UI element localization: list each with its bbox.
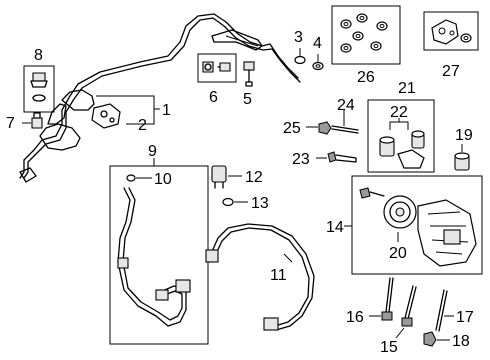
callout-27: 27 xyxy=(442,63,460,80)
callout-4: 4 xyxy=(313,35,322,52)
callout-16: 16 xyxy=(346,309,364,326)
callout-12: 12 xyxy=(245,169,263,186)
callout-13: 13 xyxy=(251,195,269,212)
part-6-fittings xyxy=(197,53,237,83)
part-24-pin xyxy=(331,110,359,134)
callout-22: 22 xyxy=(390,104,408,121)
callout-23: 23 xyxy=(292,151,310,168)
callout-10: 10 xyxy=(154,171,172,188)
callout-19: 19 xyxy=(455,127,473,144)
part-17-stud xyxy=(435,289,454,332)
part-23-bolt xyxy=(316,151,357,163)
part-3-o-ring xyxy=(294,48,306,65)
callout-15: 15 xyxy=(380,339,398,356)
part-26-o-ring-kit xyxy=(331,5,401,65)
part-1-ac-line xyxy=(19,13,301,183)
part-2-bracket xyxy=(91,103,121,129)
callout-1: 1 xyxy=(162,102,171,119)
part-14-compressor xyxy=(351,175,483,275)
callout-11: 11 xyxy=(270,267,287,284)
part-7-valve xyxy=(22,112,43,129)
part-25-nut xyxy=(306,121,332,135)
part-4-o-ring xyxy=(312,54,324,71)
part-11-liquid-line xyxy=(205,223,315,331)
part-15-bolt xyxy=(395,285,417,339)
part-5-valve-core xyxy=(243,61,255,87)
callout-21: 21 xyxy=(398,80,416,97)
callout-3: 3 xyxy=(294,29,303,46)
callout-6: 6 xyxy=(209,89,218,106)
part-18-nut xyxy=(423,331,450,347)
part-27-gasket xyxy=(423,11,479,51)
callout-14: 14 xyxy=(326,219,344,236)
part-13-o-ring xyxy=(222,197,248,207)
callout-17: 17 xyxy=(456,309,474,326)
callout-26: 26 xyxy=(357,69,375,86)
part-21-bushing-kit xyxy=(367,99,435,173)
callout-18: 18 xyxy=(452,333,470,350)
callout-8: 8 xyxy=(34,47,43,64)
callout-5: 5 xyxy=(243,91,252,108)
part-16-bolt xyxy=(369,277,394,321)
part-12-pressure-switch xyxy=(211,165,242,189)
callout-7: 7 xyxy=(6,115,15,132)
callout-9: 9 xyxy=(148,143,157,160)
callout-24: 24 xyxy=(337,97,355,114)
callout-2: 2 xyxy=(138,117,147,134)
callout-25: 25 xyxy=(283,120,301,137)
part-8-fitting xyxy=(23,65,55,113)
part-19-bushing xyxy=(454,144,470,171)
callout-20: 20 xyxy=(389,245,407,262)
part-9-hose-assembly xyxy=(109,165,209,345)
leader-1-2 xyxy=(96,95,155,125)
